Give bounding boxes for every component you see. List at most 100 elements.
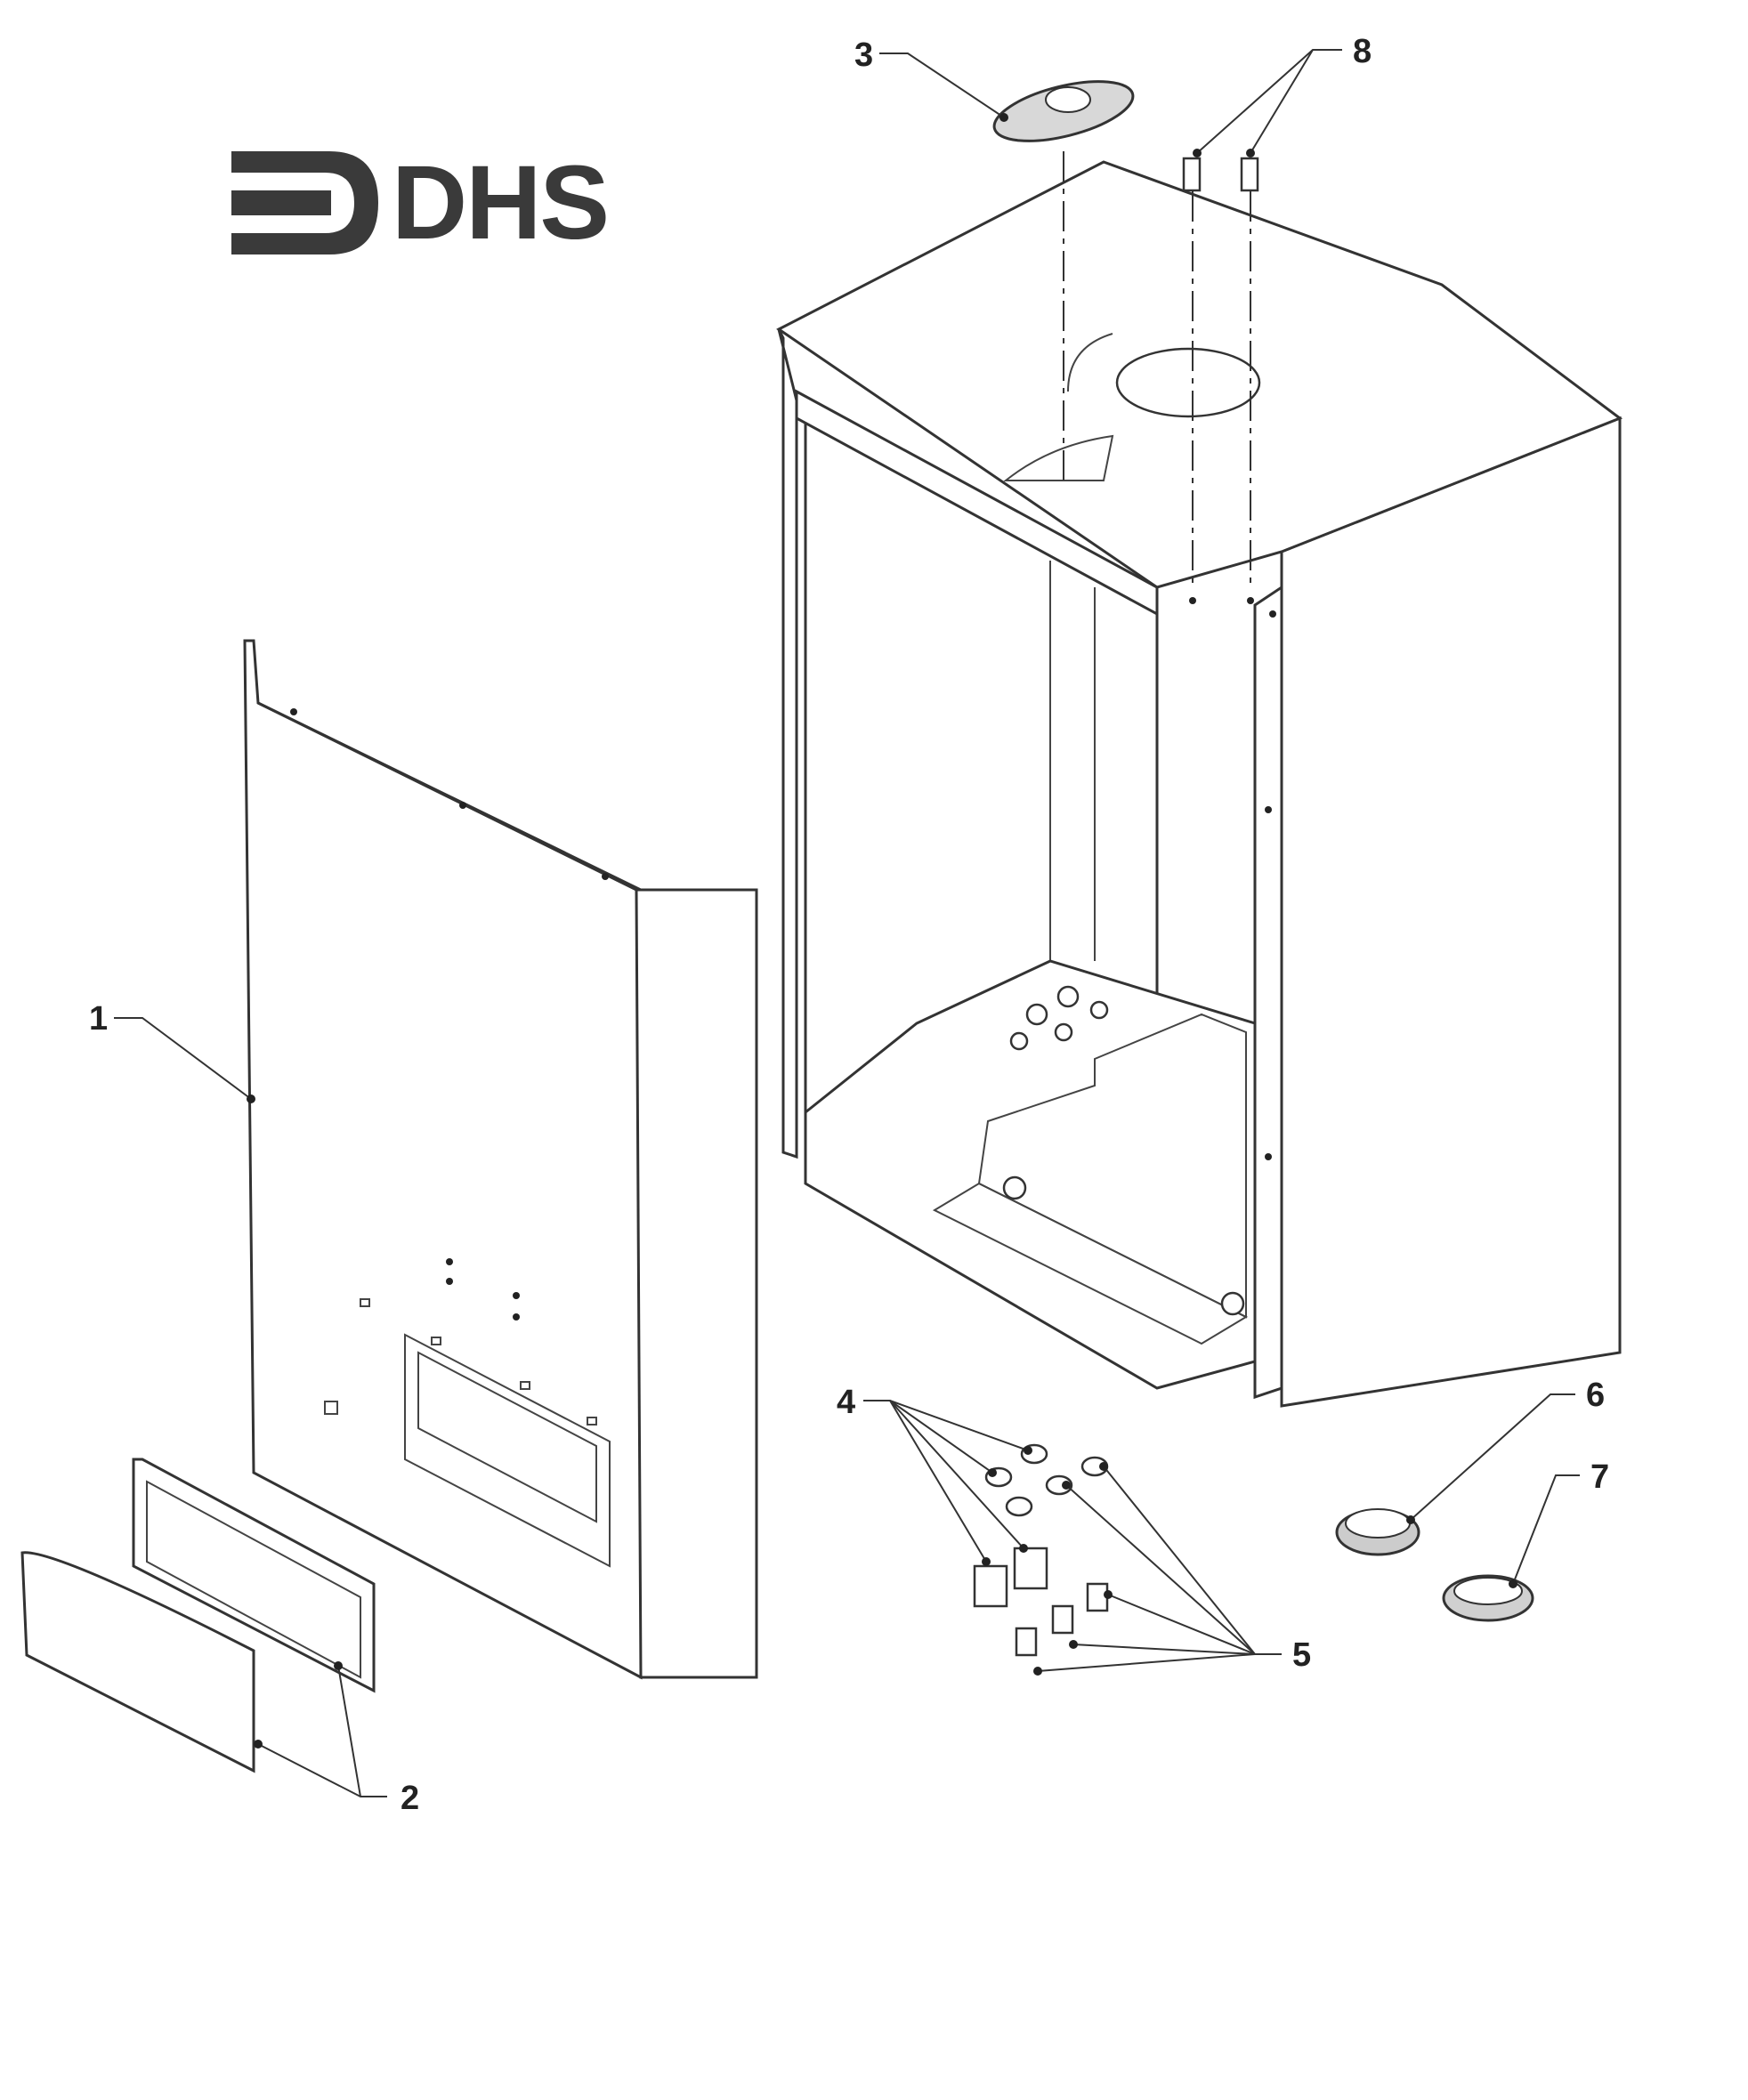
floor-hole [1009,1031,1029,1051]
raised-floor-section [977,1013,1247,1319]
clip-slot [587,1417,597,1426]
callout-1: 1 [89,1000,108,1038]
clip-slot [431,1337,441,1345]
leader-2b-dot [334,1661,343,1670]
leader-6-dot [1406,1515,1415,1524]
leader-8b-dot [1246,149,1255,158]
display-window [417,1351,597,1523]
clip-slot [360,1298,370,1307]
leader-4c [889,1400,987,1563]
callout-4: 4 [837,1384,855,1421]
screw-point [1265,806,1272,813]
part-1-front-panel [243,639,758,1680]
leader-6 [1410,1393,1575,1521]
leader-5b-dot [1062,1481,1071,1490]
dhs-logo: DHS [231,144,610,262]
callout-3: 3 [854,36,873,74]
casing-right-side [1280,416,1622,1408]
leader-3 [879,52,1005,118]
leader-5a [1103,1466,1282,1655]
flue-opening [1115,347,1261,418]
floor-hole [1220,1291,1245,1316]
boiler-casing [776,160,1623,1408]
screw-right [1240,157,1259,192]
fitting [1015,1627,1038,1657]
screw-point [1265,1153,1272,1160]
leader-5e-dot [1033,1667,1042,1676]
screw-point [1189,597,1196,604]
leader-5d-dot [1069,1640,1078,1649]
top-slot [1003,434,1114,481]
logo-arrow-mark [231,151,378,254]
leader-4a-dot [1024,1446,1032,1455]
screw-left [1182,157,1202,192]
fitting [1051,1604,1074,1635]
floor-hole [1054,1022,1073,1042]
casing-floor [804,959,1257,1390]
clip-slot [324,1401,338,1415]
panel-hole [290,708,297,715]
leader-4d-dot [1019,1544,1028,1553]
casing-left-wall [777,328,798,1159]
display-cover [20,1551,255,1773]
panel-hole [459,802,466,809]
leader-4b [889,1400,993,1474]
leader-8b [1250,49,1314,154]
ring-inner [1453,1577,1523,1605]
part-6-grommet [1335,1508,1420,1556]
flue-cap-spout [1045,86,1091,113]
callout-7: 7 [1590,1458,1609,1496]
panel-hole [446,1258,453,1265]
fitting [1013,1547,1048,1590]
front-panel-left-edge [243,639,643,1680]
leader-5c-dot [1104,1590,1113,1599]
floor-hole [1089,1000,1109,1020]
screw-point [1269,610,1276,618]
leader-1 [114,1017,252,1100]
leader-7-dot [1509,1579,1517,1588]
leader-2a [257,1743,387,1797]
floor-hole [1025,1003,1048,1026]
leader-8a-dot [1193,149,1202,158]
washer [1005,1496,1033,1517]
leader-3-dot [999,113,1008,122]
casing-front-post [1253,585,1283,1400]
display-frame-inner [146,1480,361,1679]
flue-recess [1067,333,1113,392]
floor-hole [1002,1175,1027,1200]
panel-hole [602,873,609,880]
leader-7 [1512,1474,1580,1585]
leader-1-dot [247,1094,255,1103]
leader-5b [1065,1484,1256,1655]
front-panel-return [635,888,758,1679]
leader-4b-dot [988,1468,997,1477]
part-3-flue-cap [992,80,1135,142]
panel-hole [446,1278,453,1285]
leader-4c-dot [982,1557,991,1566]
leader-8a [1196,49,1342,154]
callout-labels: 1 2 3 4 5 6 7 8 [89,33,1609,1817]
leader-5d [1072,1644,1256,1655]
grommet-top [1345,1508,1411,1539]
screw-point [1247,597,1254,604]
clip-slot [520,1381,530,1390]
callout-6: 6 [1586,1377,1605,1414]
part-7-ring [1442,1574,1534,1622]
floor-hole [1056,985,1080,1008]
casing-front-rail [795,389,1159,617]
display-frame [132,1458,376,1693]
callout-5: 5 [1292,1636,1311,1674]
part-8-screws [1182,157,1259,192]
leader-lines [114,49,1580,1797]
display-cutout [404,1333,611,1568]
callout-2: 2 [401,1780,419,1817]
callout-8: 8 [1353,33,1372,70]
panel-hole [513,1313,520,1321]
leader-4d [889,1400,1024,1549]
leader-2a-dot [254,1740,263,1749]
leader-4a [863,1400,1029,1451]
part-2-display-assembly [20,1458,376,1773]
leader-2b [337,1665,361,1797]
fitting [1086,1582,1109,1612]
